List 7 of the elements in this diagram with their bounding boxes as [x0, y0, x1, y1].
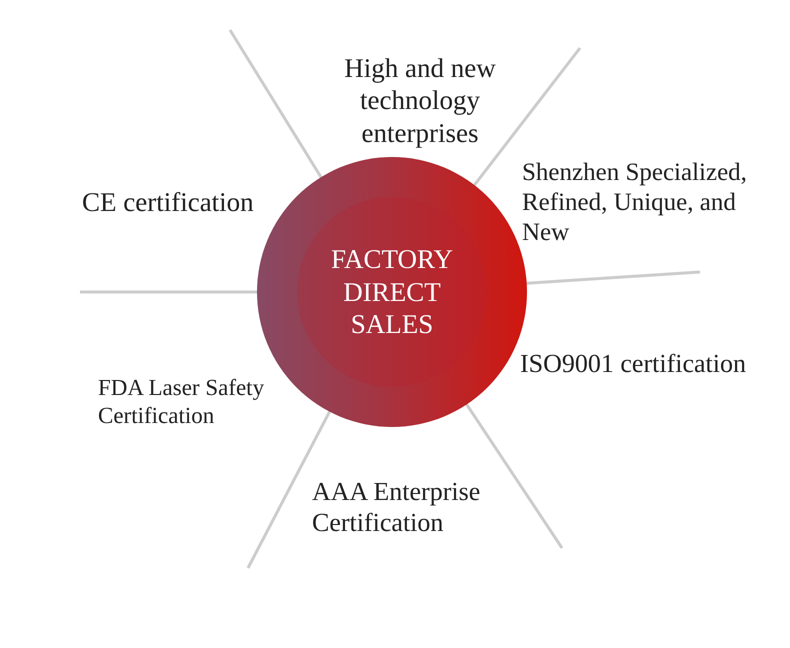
- center-title: FACTORY DIRECT SALES: [330, 243, 454, 341]
- category-label: FDA Laser Safety Certification: [98, 374, 266, 430]
- category-label: ISO9001 certification: [520, 348, 747, 380]
- category-label: CE certification: [82, 186, 255, 218]
- category-label: Shenzhen Specialized, Refined, Unique, and New: [522, 158, 748, 248]
- category-label: AAA Enterprise Certification: [312, 476, 482, 538]
- category-label: High and new technology enterprises: [343, 52, 497, 150]
